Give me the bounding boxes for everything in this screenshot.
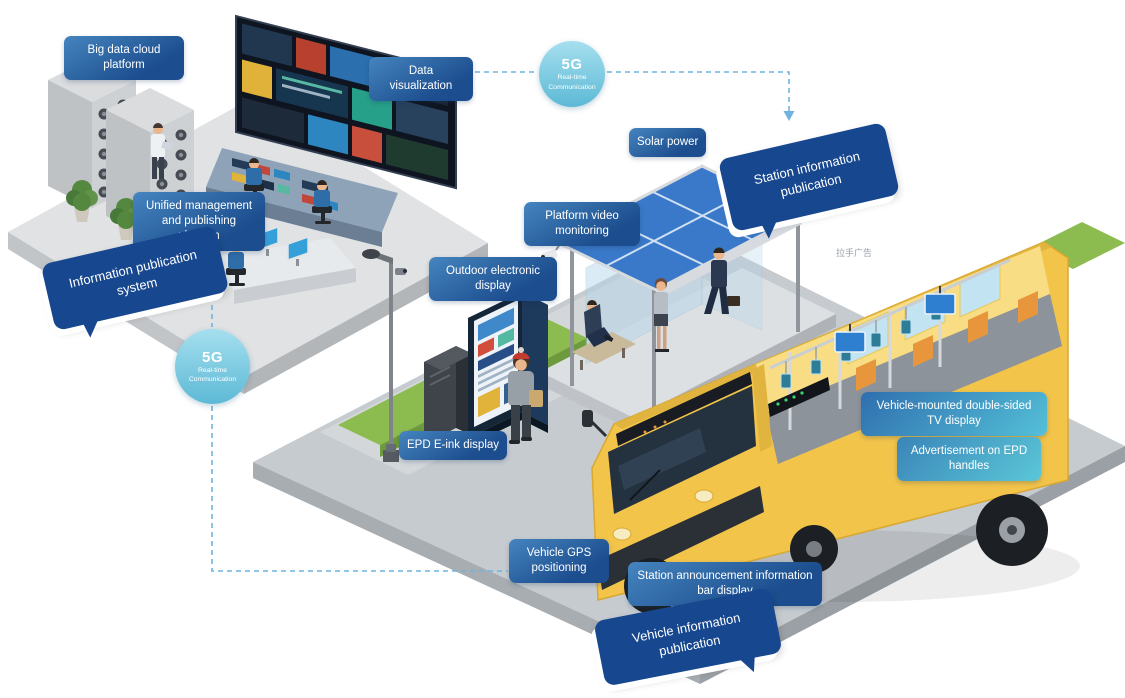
label-vehicle-mounted-tv-display: Vehicle-mounted double-sided TV display <box>861 392 1047 436</box>
station-announcement-display <box>768 377 830 417</box>
video-wall <box>235 14 457 190</box>
bus <box>582 241 1080 614</box>
badge-5g-top: 5G Real-time Communication <box>539 41 605 107</box>
pedestrian-red-hat <box>508 347 543 444</box>
outdoor-display-kiosk <box>424 292 548 446</box>
label-data-visualization: Data visualization <box>369 57 473 101</box>
vehicle-tv-displays <box>834 286 956 353</box>
label-epd-eink-display: EPD E-ink display <box>399 431 508 460</box>
label-big-data-cloud-platform: Big data cloud platform <box>64 36 184 80</box>
badge-5g-left-title: 5G <box>201 348 223 366</box>
bus-seats <box>856 291 1038 391</box>
connector-lines <box>211 71 790 572</box>
handle-ad-annotation: 拉手广告 <box>836 248 873 258</box>
standing-passenger <box>654 278 669 352</box>
street-lamp <box>362 249 407 462</box>
connector-arrows <box>455 66 795 121</box>
label-platform-video-monitoring: Platform video monitoring <box>524 202 640 246</box>
technician-with-tablet <box>151 123 173 179</box>
label-solar-power: Solar power <box>629 128 707 157</box>
badge-5g-top-subtitle: Real-time Communication <box>548 74 596 91</box>
label-outdoor-electronic-display: Outdoor electronic display <box>429 257 557 301</box>
badge-5g-top-title: 5G <box>561 56 583 74</box>
sitting-passenger <box>584 300 614 347</box>
walking-passenger <box>704 247 740 314</box>
label-advertisement-epd-handles: Advertisement on EPD handles <box>897 437 1041 481</box>
badge-5g-left: 5G Real-time Communication <box>175 329 250 404</box>
badge-5g-left-subtitle: Real-time Communication <box>188 366 237 383</box>
label-vehicle-gps-positioning: Vehicle GPS positioning <box>509 539 609 583</box>
